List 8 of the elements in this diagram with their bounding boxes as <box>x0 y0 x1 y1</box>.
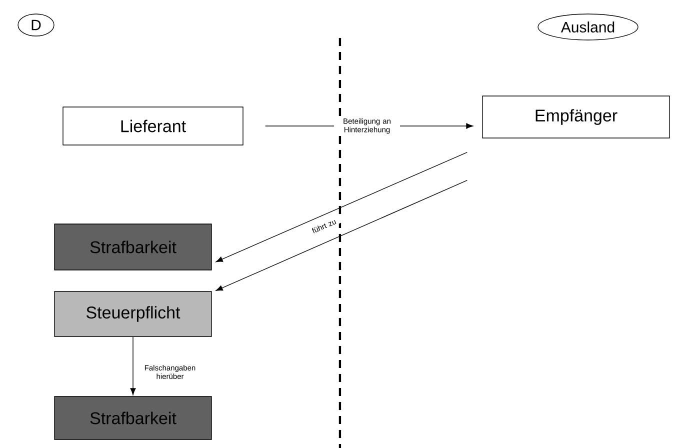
arrow <box>130 336 136 396</box>
consequence-box: Strafbarkeit <box>54 396 212 440</box>
arrow <box>216 152 468 262</box>
arrow <box>216 180 468 291</box>
consequence-box: Strafbarkeit <box>54 224 212 270</box>
party-box: Empfänger <box>482 96 670 138</box>
party-box: Lieferant <box>62 106 244 146</box>
consequence-box: Steuerpflicht <box>54 291 212 337</box>
